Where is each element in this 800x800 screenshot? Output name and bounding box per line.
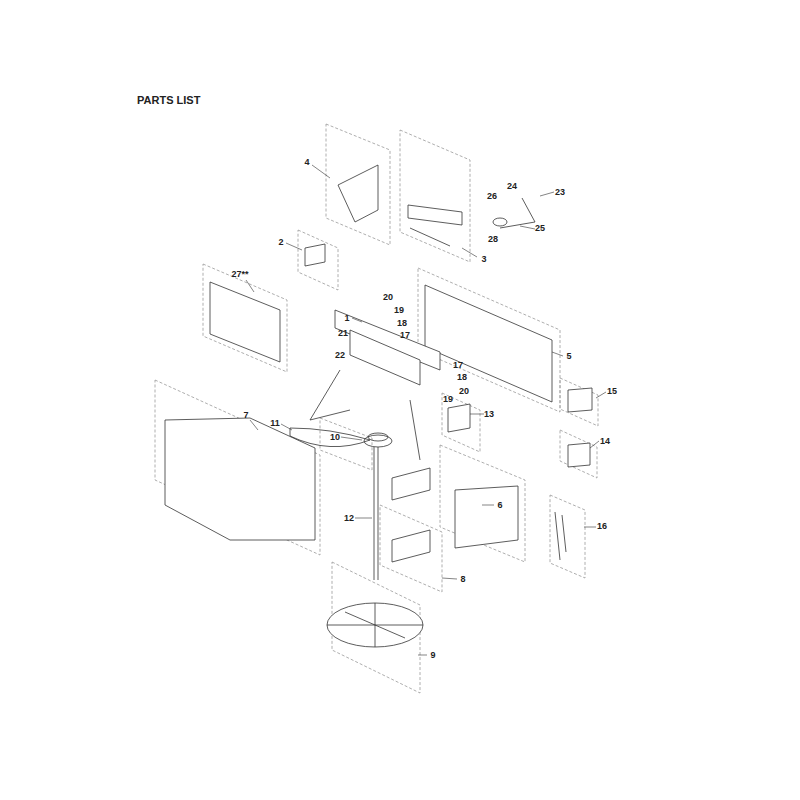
callout-number: 12: [344, 514, 354, 523]
callout-number: 27**: [231, 270, 248, 279]
callout-number: 18: [457, 373, 467, 382]
callout-number: 9: [430, 651, 435, 660]
callout-number: 16: [597, 522, 607, 531]
callout-number: 8: [460, 575, 465, 584]
callout-number: 21: [338, 329, 348, 338]
callout-number: 24: [507, 182, 517, 191]
callout-number: 7: [243, 411, 248, 420]
callout-number: 22: [335, 351, 345, 360]
callout-number: 23: [555, 188, 565, 197]
callout-number: 26: [487, 192, 497, 201]
callout-number: 5: [566, 352, 571, 361]
callout-number: 20: [459, 387, 469, 396]
callout-number: 18: [397, 319, 407, 328]
callout-number: 28: [488, 235, 498, 244]
callout-number: 11: [270, 419, 280, 428]
callout-number: 20: [383, 293, 393, 302]
callout-number: 14: [600, 437, 610, 446]
callout-number: 10: [330, 433, 340, 442]
callout-number: 17: [453, 361, 463, 370]
callout-number: 3: [481, 255, 486, 264]
callout-number: 15: [607, 387, 617, 396]
callout-number: 1: [344, 314, 349, 323]
callout-number: 6: [497, 501, 502, 510]
callout-number: 17: [400, 331, 410, 340]
callout-number: 4: [304, 158, 309, 167]
callout-number: 2: [278, 238, 283, 247]
callout-number: 19: [394, 306, 404, 315]
callout-number: 19: [443, 395, 453, 404]
callout-number: 25: [535, 224, 545, 233]
callout-number: 13: [484, 410, 494, 419]
page-title: PARTS LIST: [137, 95, 200, 106]
